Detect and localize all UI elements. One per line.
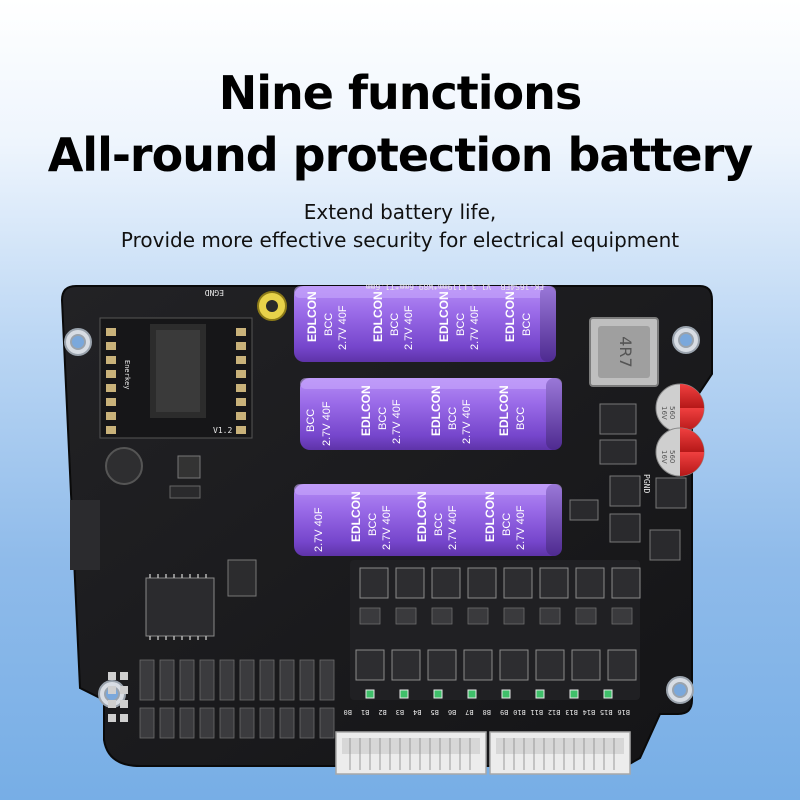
electrolytic-capacitor-2: 560 16V <box>655 427 705 477</box>
headline-line-2: All-round protection battery <box>47 128 754 182</box>
cap1-series-a: BCC <box>323 313 335 336</box>
cap3-rating-a: 2.7V 40F <box>313 507 325 552</box>
connector-pin-label: B1 <box>361 708 369 716</box>
connector-pin-label: B12 <box>548 708 561 716</box>
connector-pin-label: B14 <box>583 708 596 716</box>
subtitle-line-2: Provide more effective security for elec… <box>120 228 680 252</box>
cap1-series-b: BCC <box>389 313 401 336</box>
connector-pin-label: B0 <box>344 708 352 716</box>
cap1-series-d: BCC <box>521 313 533 336</box>
connector-pin-label: B16 <box>617 708 630 716</box>
cap3-series-b: BCC <box>433 513 445 536</box>
connector-pin-label: B9 <box>500 708 508 716</box>
cap1-rating-a: 2.7V 40F <box>337 305 349 350</box>
cap2-rating-a: 2.7V 40F <box>321 401 333 446</box>
cap3-series-c: BCC <box>501 513 513 536</box>
cap2-brand-b: EDLCON <box>429 385 443 436</box>
cap3-rating-b: 2.7V 40F <box>381 505 393 550</box>
cap2-series-b: BCC <box>377 407 389 430</box>
cap3-rating-d: 2.7V 40F <box>515 505 527 550</box>
cap2-rating-b: 2.7V 40F <box>391 399 403 444</box>
connector-pin-label: B15 <box>600 708 613 716</box>
connector-pin-label: B5 <box>430 708 438 716</box>
cap3-brand-b: EDLCON <box>415 491 429 542</box>
cap2-series-c: BCC <box>447 407 459 430</box>
pgnd-label: PGND <box>642 474 651 493</box>
cap2-series-a: BCC <box>305 409 317 432</box>
power-inductor: 4R7 <box>589 317 659 387</box>
electrolytic-1-voltage: 16V <box>660 406 668 420</box>
isolation-module: V1.2 Enerkey <box>99 317 253 439</box>
connector-pin-label: B6 <box>448 708 456 716</box>
connector-pin-labels: B0 B1 B2 B3 B4 B5 B6 B7 B8 B9 B10 B11 B12 B13 B14 B15 B1… <box>344 708 630 716</box>
cap1-series-c: BCC <box>455 313 467 336</box>
balance-connector-left <box>335 731 487 775</box>
cap2-rating-c: 2.7V 40F <box>461 399 473 444</box>
version-label: V1.2 <box>213 426 232 435</box>
connector-pin-label: B7 <box>465 708 473 716</box>
cap2-series-d: BCC <box>515 407 527 430</box>
electrolytic-2-value: 560 <box>668 450 676 463</box>
subtitle-line-1: Extend battery life, <box>303 200 497 224</box>
electrolytic-2-voltage: 16V <box>660 450 668 464</box>
electrolytic-capacitor-1: 560 16V <box>655 383 705 433</box>
egnd-label: EGND <box>205 288 224 297</box>
mosfet-array-upper <box>359 567 641 599</box>
cap3-brand-a: EDLCON <box>349 491 363 542</box>
supercapacitor-2: BCC 2.7V 40F EDLCON BCC 2.7V 40F EDLCON … <box>300 378 562 450</box>
cap2-brand-a: EDLCON <box>359 385 373 436</box>
balance-connector-right <box>489 731 631 775</box>
cap1-rating-c: 2.7V 40F <box>469 305 481 350</box>
cap1-brand-d: EDLCON <box>503 291 517 342</box>
supercapacitor-3: 2.7V 40F EDLCON BCC 2.7V 40F EDLCON BCC … <box>294 484 562 556</box>
connector-pin-label: B13 <box>565 708 578 716</box>
cap3-brand-c: EDLCON <box>483 491 497 542</box>
supercapacitor-1: EDLCON BCC 2.7V 40F EDLCON BCC 2.7V 40F … <box>294 286 556 362</box>
connector-pin-label: B2 <box>378 708 386 716</box>
connector-pin-label: B11 <box>530 708 543 716</box>
connector-pin-label: B8 <box>483 708 491 716</box>
headline-line-1: Nine functions <box>218 66 583 120</box>
module-brand-label: Enerkey <box>123 360 131 390</box>
connector-pin-label: B3 <box>396 708 404 716</box>
balance-resistor-array <box>139 659 335 739</box>
cap1-brand-b: EDLCON <box>371 291 385 342</box>
cap3-rating-c: 2.7V 40F <box>447 505 459 550</box>
inductor-label: 4R7 <box>616 336 635 367</box>
cap2-brand-c: EDLCON <box>497 385 511 436</box>
cap1-rating-b: 2.7V 40F <box>403 305 415 350</box>
cap1-brand-c: EDLCON <box>437 291 451 342</box>
microcontroller-chip <box>145 574 215 640</box>
connector-pin-label: B10 <box>513 708 526 716</box>
cap1-brand-a: EDLCON <box>305 291 319 342</box>
electrolytic-1-value: 560 <box>668 406 676 419</box>
connector-pin-label: B4 <box>413 708 421 716</box>
mosfet-array-lower <box>355 649 637 681</box>
board-model-label: EK-16S4EB _V1.3_L119mm*W89.6mm*T1.6mm <box>366 282 544 291</box>
cap3-series-a: BCC <box>367 513 379 536</box>
